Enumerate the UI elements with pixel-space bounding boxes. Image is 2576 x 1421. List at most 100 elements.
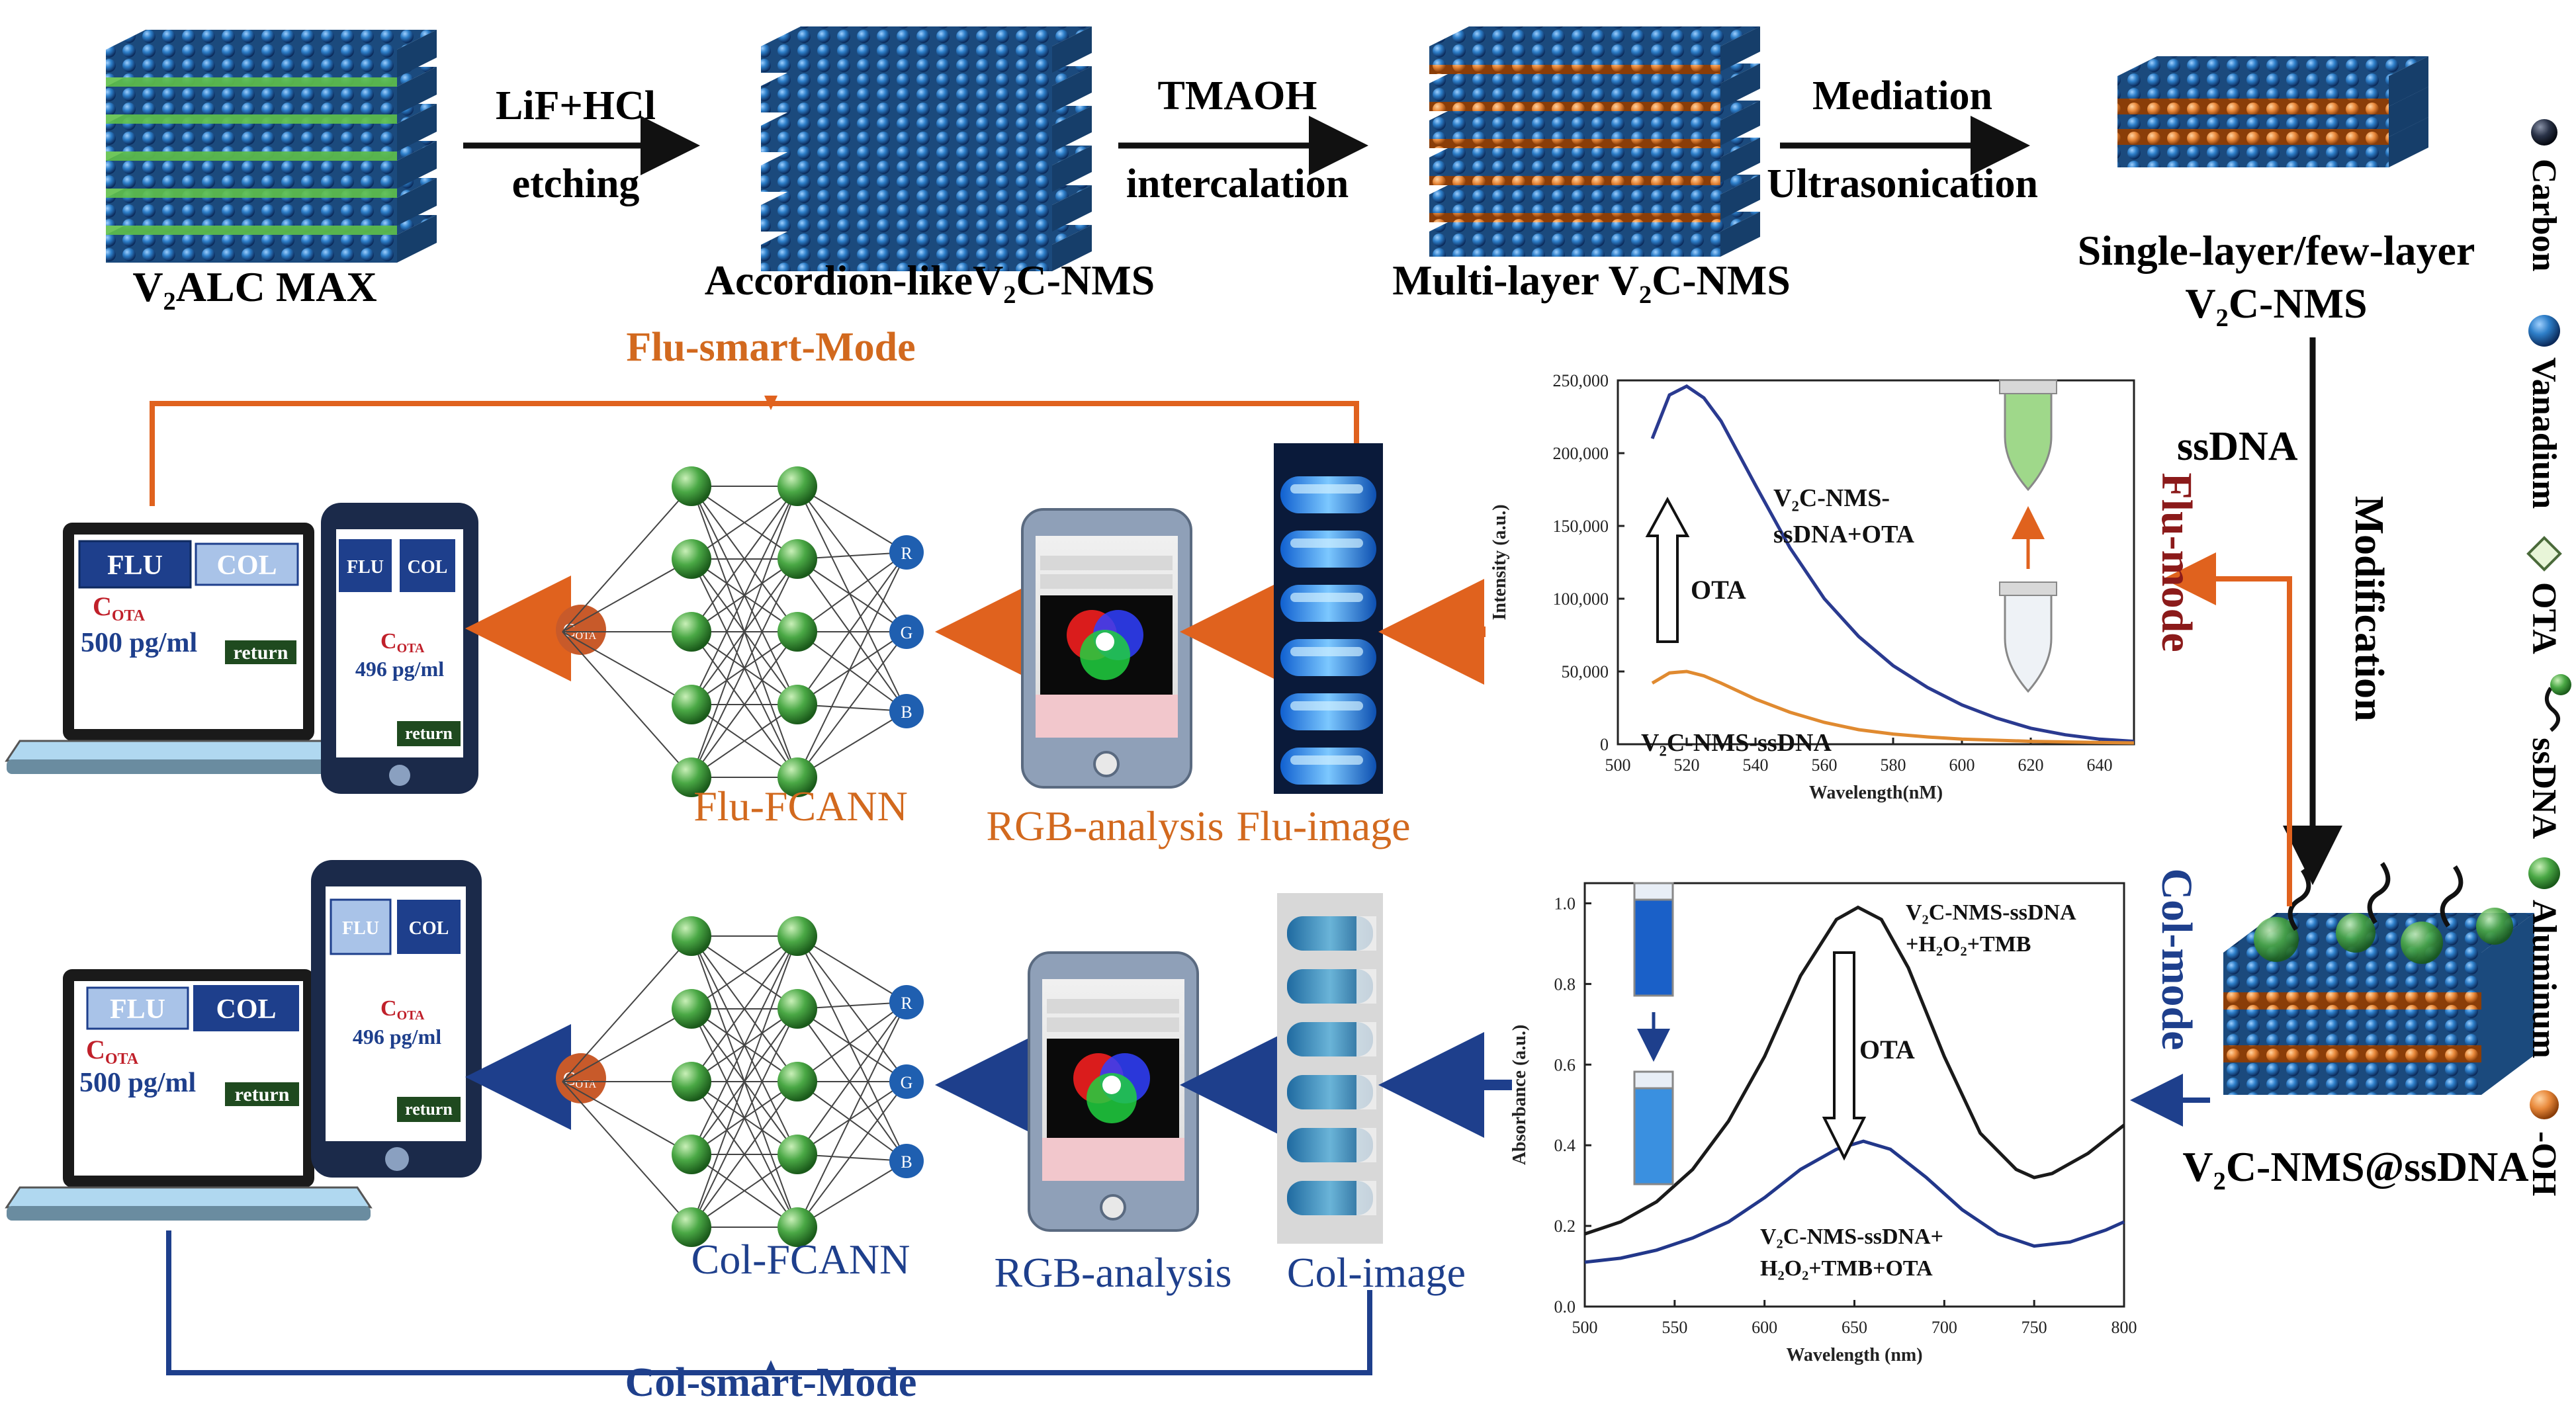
col-phone-c-label: COTA <box>380 996 425 1023</box>
flu-phone-flu-button[interactable] <box>339 539 392 592</box>
y-tick-label: 100,000 <box>1553 589 1609 609</box>
mxene-stacks <box>106 26 2428 271</box>
flu-laptop-col-button-label: COL <box>216 550 277 581</box>
flu-tube <box>1280 639 1376 676</box>
y-tick-label: 250,000 <box>1553 371 1609 390</box>
y-tick-label: 150,000 <box>1553 517 1609 536</box>
x-tick-label: 560 <box>1812 755 1838 775</box>
col-laptop-col-button[interactable] <box>193 985 299 1031</box>
x-tick-label: 650 <box>1842 1318 1867 1337</box>
nn-hidden-node <box>672 1135 711 1174</box>
nn-output-node <box>889 1144 924 1178</box>
col-phone-flu-button[interactable] <box>330 898 392 955</box>
x-tick-label: 500 <box>1605 755 1631 775</box>
series-line-1 <box>1584 1139 2125 1264</box>
nn-hidden-node <box>777 466 817 506</box>
nn-hidden-node <box>672 1207 711 1247</box>
flu-phone: FLU COL COTA 496 pg/ml return <box>321 503 478 794</box>
x-tick-label: 600 <box>1752 1318 1777 1337</box>
col-image <box>1277 893 1383 1244</box>
nn-output-node <box>889 985 924 1019</box>
y-tick-label: 200,000 <box>1553 444 1609 463</box>
legend-ssdna: ssDNA <box>2525 738 2563 840</box>
flu-ota-label: OTA <box>1691 575 1746 605</box>
green-tube-icon <box>2004 389 2053 492</box>
x-tick-label: 550 <box>1662 1318 1687 1337</box>
col-neural-network: RGB <box>562 916 924 1247</box>
step4-label-1: Single-layer/few-layer <box>2078 227 2475 274</box>
col-phone-home-button[interactable] <box>385 1147 409 1171</box>
flu-annot-bottom: V₂C-NMS-ssDNA <box>1641 729 1832 757</box>
legend-ota-marker <box>2526 536 2562 572</box>
flu-neural-network: RGB <box>562 466 924 797</box>
y-tick-label: 0.6 <box>1554 1055 1576 1074</box>
step2-label: Accordion-likeV₂C-NMS <box>705 257 1155 304</box>
col-phone-return-label: return <box>405 1099 453 1119</box>
flu-tube <box>1280 476 1376 513</box>
flu-smart-mode-bracket <box>150 401 1359 506</box>
dark-cuvette-icon <box>1633 895 1674 997</box>
col-ota-label: OTA <box>1859 1035 1915 1064</box>
col-laptop-return-label: return <box>235 1084 290 1105</box>
arrow2-bottom-label: intercalation <box>1126 161 1349 206</box>
nn-output-node <box>889 694 924 728</box>
col-annot-top-2: +H₂O₂+TMB <box>1906 932 2031 957</box>
col-phone-return-button[interactable] <box>397 1097 461 1122</box>
flu-phone-home-button[interactable] <box>389 765 410 786</box>
x-tick-label: 620 <box>2018 755 2044 775</box>
col-annot-top-1: V₂C-NMS-ssDNA <box>1906 900 2076 925</box>
flu-tube <box>1280 585 1376 622</box>
col-cota-node <box>556 1053 606 1103</box>
accordion-v2c-stack <box>761 26 1092 271</box>
flu-laptop-col-button[interactable] <box>195 542 299 586</box>
x-tick-label: 640 <box>2087 755 2113 775</box>
legend-oh-marker <box>2530 1090 2559 1119</box>
flu-rgb-label: RGB-analysis <box>986 802 1223 849</box>
y-axis-label: Absorbance (a.u.) <box>1509 1025 1530 1165</box>
nn-output-node <box>889 615 924 649</box>
legend-oh: -OH <box>2525 1131 2563 1196</box>
col-annot-bottom-2: H₂O₂+TMB+OTA <box>1760 1256 1933 1281</box>
flu-phone-return-label: return <box>405 724 453 743</box>
col-tube <box>1287 916 1373 951</box>
flu-laptop-flu-button-label: FLU <box>107 550 163 581</box>
nn-hidden-node <box>777 1135 817 1174</box>
arrow-to-flu-mode <box>2163 552 2292 906</box>
col-phone-col-button[interactable] <box>397 900 461 954</box>
modification-label: Modification <box>2346 496 2391 722</box>
series-line-0 <box>1584 905 2125 1236</box>
flu-phone-c-label: COTA <box>380 629 425 656</box>
col-tube <box>1287 1075 1373 1109</box>
col-laptop-return-button[interactable] <box>225 1082 299 1106</box>
col-laptop-flu-button[interactable] <box>86 986 189 1030</box>
flu-phone-return-button[interactable] <box>397 721 461 746</box>
flu-up-arrow <box>1645 496 1690 643</box>
flu-tube <box>1280 748 1376 785</box>
legend-ssdna-marker <box>2545 687 2560 732</box>
flu-tube <box>1280 531 1376 568</box>
y-axis-label: Intensity (a.u.) <box>1489 504 1510 620</box>
nn-hidden-node <box>777 539 817 579</box>
flu-laptop-return-button[interactable] <box>225 640 296 664</box>
col-phone: FLU COL COTA 496 pg/ml return <box>311 860 482 1178</box>
chart-frame <box>1617 379 2135 746</box>
nn-hidden-node <box>672 612 711 652</box>
x-tick-label: 800 <box>2111 1318 2137 1337</box>
x-tick-label: 600 <box>1949 755 1975 775</box>
x-tick-label: 540 <box>1743 755 1769 775</box>
flu-laptop-c-label: COTA <box>93 591 146 624</box>
col-fcann-label: Col-FCANN <box>691 1236 910 1283</box>
x-axis-label: Wavelength (nm) <box>1786 1345 1922 1365</box>
flu-phone-value: 496 pg/ml <box>355 657 444 681</box>
flu-laptop-flu-button[interactable] <box>78 540 192 589</box>
flu-phone-col-button[interactable] <box>400 539 455 592</box>
nn-hidden-node <box>777 916 817 956</box>
legend-carbon-marker <box>2531 119 2557 146</box>
y-tick-label: 50,000 <box>1562 662 1609 681</box>
flu-laptop-return-label: return <box>234 642 289 664</box>
step4-label-2: V₂C-NMS <box>2185 280 2367 327</box>
arrow3-top-label: Mediation <box>1812 73 1992 118</box>
nn-hidden-node <box>672 1062 711 1101</box>
